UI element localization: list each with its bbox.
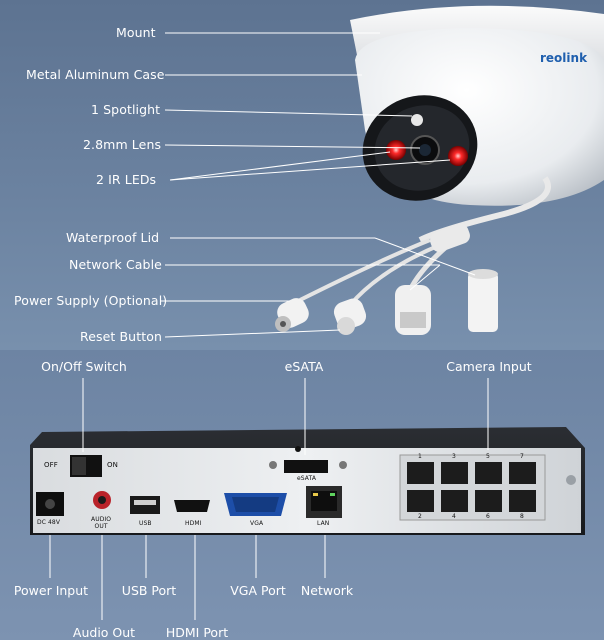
panel-label-on: ON: [107, 461, 118, 469]
port-number: 4: [452, 513, 456, 520]
callout-hdmi-port: HDMI Port: [165, 625, 229, 640]
camera-callout-lines: [160, 32, 476, 338]
callout-spotlight: 1 Spotlight: [91, 102, 161, 117]
ir-led-left: [386, 140, 406, 160]
port-number: 8: [520, 513, 524, 520]
callout-waterproof-lid: Waterproof Lid: [66, 230, 160, 245]
callout-power-supply: Power Supply (Optional): [14, 293, 168, 308]
dc-connector: [275, 298, 309, 332]
panel-label-hdmi: HDMI: [185, 520, 202, 527]
panel-label-audio: AUDIO OUT: [91, 516, 112, 530]
hdmi-port: [174, 500, 210, 512]
nvr-callout-lines: [49, 378, 489, 620]
reset-connector: [333, 298, 367, 335]
waterproof-lid: [468, 269, 498, 332]
callout-mount: Mount: [116, 25, 156, 40]
port-number: 7: [520, 453, 524, 460]
panel-label-vga: VGA: [250, 520, 264, 527]
callout-vga-port: VGA Port: [230, 583, 286, 598]
panel-label-lan: LAN: [317, 520, 330, 527]
port-number: 5: [486, 453, 490, 460]
panel-label-usb: USB: [139, 520, 152, 527]
callout-lens: 2.8mm Lens: [83, 137, 162, 152]
panel-label-esata: eSATA: [297, 475, 317, 482]
callout-metal-case: Metal Aluminum Case: [26, 67, 165, 82]
callout-on-off-switch: On/Off Switch: [41, 359, 127, 374]
callout-network: Network: [300, 583, 354, 598]
port-number: 1: [418, 453, 422, 460]
camera-input-ports: [407, 462, 536, 512]
port-number: 3: [452, 453, 456, 460]
callout-power-input: Power Input: [13, 583, 89, 598]
panel-label-dc: DC 48V: [37, 519, 61, 526]
callout-audio-out: Audio Out: [72, 625, 136, 640]
spotlight: [411, 114, 423, 126]
brand-logo: reolink: [540, 51, 588, 65]
callout-ir-leds: 2 IR LEDs: [96, 172, 157, 187]
callout-usb-port: USB Port: [121, 583, 177, 598]
port-number: 2: [418, 513, 422, 520]
port-number: 6: [486, 513, 490, 520]
callout-network-cable: Network Cable: [69, 257, 162, 272]
camera-illustration: reolink: [160, 5, 604, 338]
esata-port: [284, 460, 328, 473]
callout-esata: eSATA: [284, 359, 324, 374]
panel-label-off: OFF: [44, 461, 58, 469]
callout-reset-button: Reset Button: [80, 329, 162, 344]
callout-camera-input: Camera Input: [446, 359, 532, 374]
rj45-connector: [395, 285, 431, 335]
ir-led-right: [448, 146, 468, 166]
